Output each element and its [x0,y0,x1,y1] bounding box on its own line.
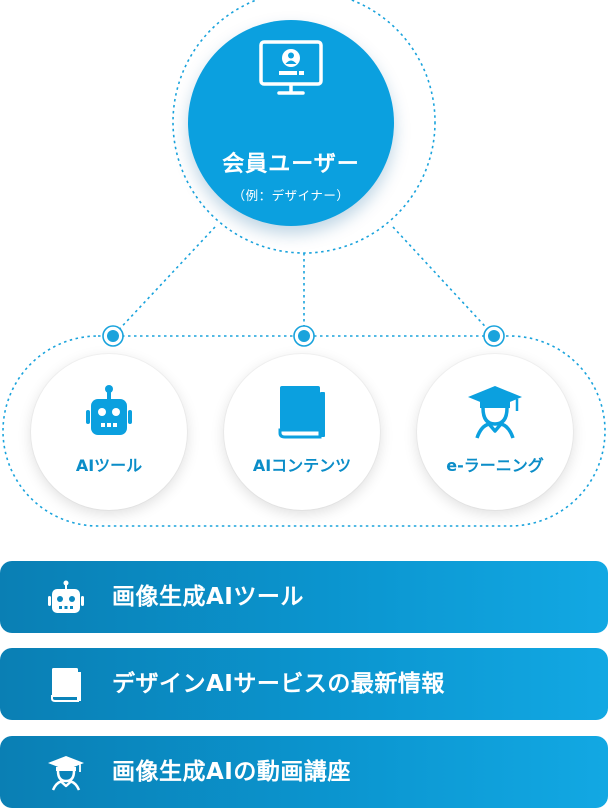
feature-e-learning: e-ラーニング [417,354,573,510]
feature-ai-content-label: AIコンテンツ [252,456,352,475]
book-icon [278,386,325,439]
feature-e-learning-label: e-ラーニング [446,456,544,475]
bar-image-ai-video-course-label: 画像生成AIの動画講座 [112,759,351,785]
feature-ai-content: AIコンテンツ [224,354,380,510]
bar-design-ai-news: デザインAIサービスの最新情報 [0,648,608,720]
member-title: 会員ユーザー [222,152,360,177]
book-icon [51,668,81,702]
monitor-user-icon [259,40,323,95]
bar-design-ai-news-label: デザインAIサービスの最新情報 [112,671,445,697]
bar-image-ai-tool-label: 画像生成AIツール [112,584,304,610]
feature-ai-tool: AIツール [31,354,187,510]
connector-left [112,226,216,337]
graduate-icon [468,386,522,439]
bar-image-ai-video-course: 画像生成AIの動画講座 [0,736,608,808]
connector-lines [2,0,606,527]
graduate-icon [48,756,84,791]
robot-icon [86,385,132,435]
member-user-circle: 会員ユーザー （例：デザイナー） [188,20,394,226]
bar-image-ai-tool: 画像生成AIツール [0,561,608,633]
connector-node-left [102,325,124,347]
connector-right [392,226,495,337]
robot-icon [48,580,84,613]
connector-node-middle [293,325,315,347]
connector-node-right [483,325,505,347]
member-subtitle: （例：デザイナー） [232,188,350,203]
feature-ai-tool-label: AIツール [75,456,143,475]
